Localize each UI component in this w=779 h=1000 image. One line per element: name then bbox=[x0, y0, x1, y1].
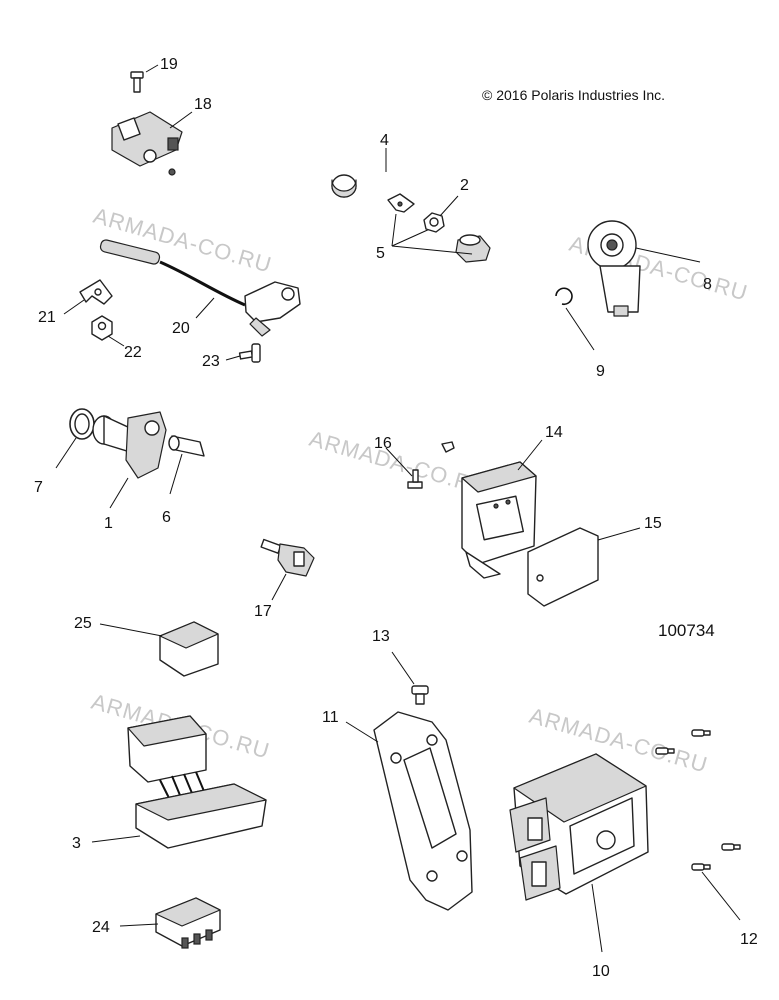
part-24-switch bbox=[155, 897, 221, 949]
part-14-relay-box bbox=[461, 461, 537, 579]
part-4-cap bbox=[331, 174, 357, 198]
part-11-bracket bbox=[373, 711, 473, 911]
part-25-connector bbox=[159, 621, 219, 677]
callout-4: 4 bbox=[380, 132, 389, 149]
part-9-clip bbox=[555, 287, 573, 306]
part-6-pin bbox=[168, 435, 205, 457]
callout-22: 22 bbox=[124, 344, 142, 361]
part-2-nut bbox=[423, 212, 445, 233]
part-19-bolt bbox=[130, 71, 144, 93]
part-17-temp-sensor bbox=[260, 538, 315, 577]
copyright-text: © 2016 Polaris Industries Inc. bbox=[482, 87, 665, 103]
callout-17: 17 bbox=[254, 603, 272, 620]
watermark-1: ARMADA-CO.RU bbox=[91, 203, 275, 278]
part-8-knock-sensor bbox=[587, 220, 641, 317]
part-1-position-sensor bbox=[92, 411, 167, 479]
part-21-clamp bbox=[79, 279, 113, 305]
callout-11: 11 bbox=[322, 709, 339, 726]
callout-7: 7 bbox=[34, 479, 43, 496]
callout-20: 20 bbox=[172, 320, 190, 337]
callout-25: 25 bbox=[74, 615, 92, 632]
callout-2: 2 bbox=[460, 177, 469, 194]
part-12-screws bbox=[655, 729, 741, 871]
part-20-speed-sensor bbox=[99, 239, 301, 337]
part-18-map-sensor bbox=[111, 111, 183, 176]
callout-12: 12 bbox=[740, 931, 758, 948]
callout-23: 23 bbox=[202, 353, 220, 370]
part-22-nut bbox=[91, 315, 113, 341]
part-7-o-ring bbox=[69, 408, 95, 440]
callout-1: 1 bbox=[104, 515, 113, 532]
part-13-screw bbox=[411, 685, 429, 705]
part-23-bolt bbox=[238, 343, 261, 363]
callout-5: 5 bbox=[376, 245, 385, 262]
figure-number: 100734 bbox=[658, 621, 715, 640]
callout-6: 6 bbox=[162, 509, 171, 526]
part-5-sensor-kit bbox=[387, 193, 491, 263]
callout-16: 16 bbox=[374, 435, 392, 452]
part-10-ecu bbox=[509, 753, 649, 901]
callout-3: 3 bbox=[72, 835, 81, 852]
callout-15: 15 bbox=[644, 515, 662, 532]
part-15-gasket bbox=[527, 527, 599, 607]
part-3-regulator bbox=[127, 715, 267, 849]
callout-21: 21 bbox=[38, 309, 56, 326]
callout-13: 13 bbox=[372, 628, 390, 645]
part-16-screw bbox=[407, 441, 455, 489]
callout-10: 10 bbox=[592, 963, 610, 980]
callout-8: 8 bbox=[703, 276, 712, 293]
watermark-5: ARMADA-CO.RU bbox=[527, 703, 711, 778]
callout-14: 14 bbox=[545, 424, 563, 441]
callout-24: 24 bbox=[92, 919, 110, 936]
callout-19: 19 bbox=[160, 56, 178, 73]
callout-18: 18 bbox=[194, 96, 212, 113]
callout-9: 9 bbox=[596, 363, 605, 380]
